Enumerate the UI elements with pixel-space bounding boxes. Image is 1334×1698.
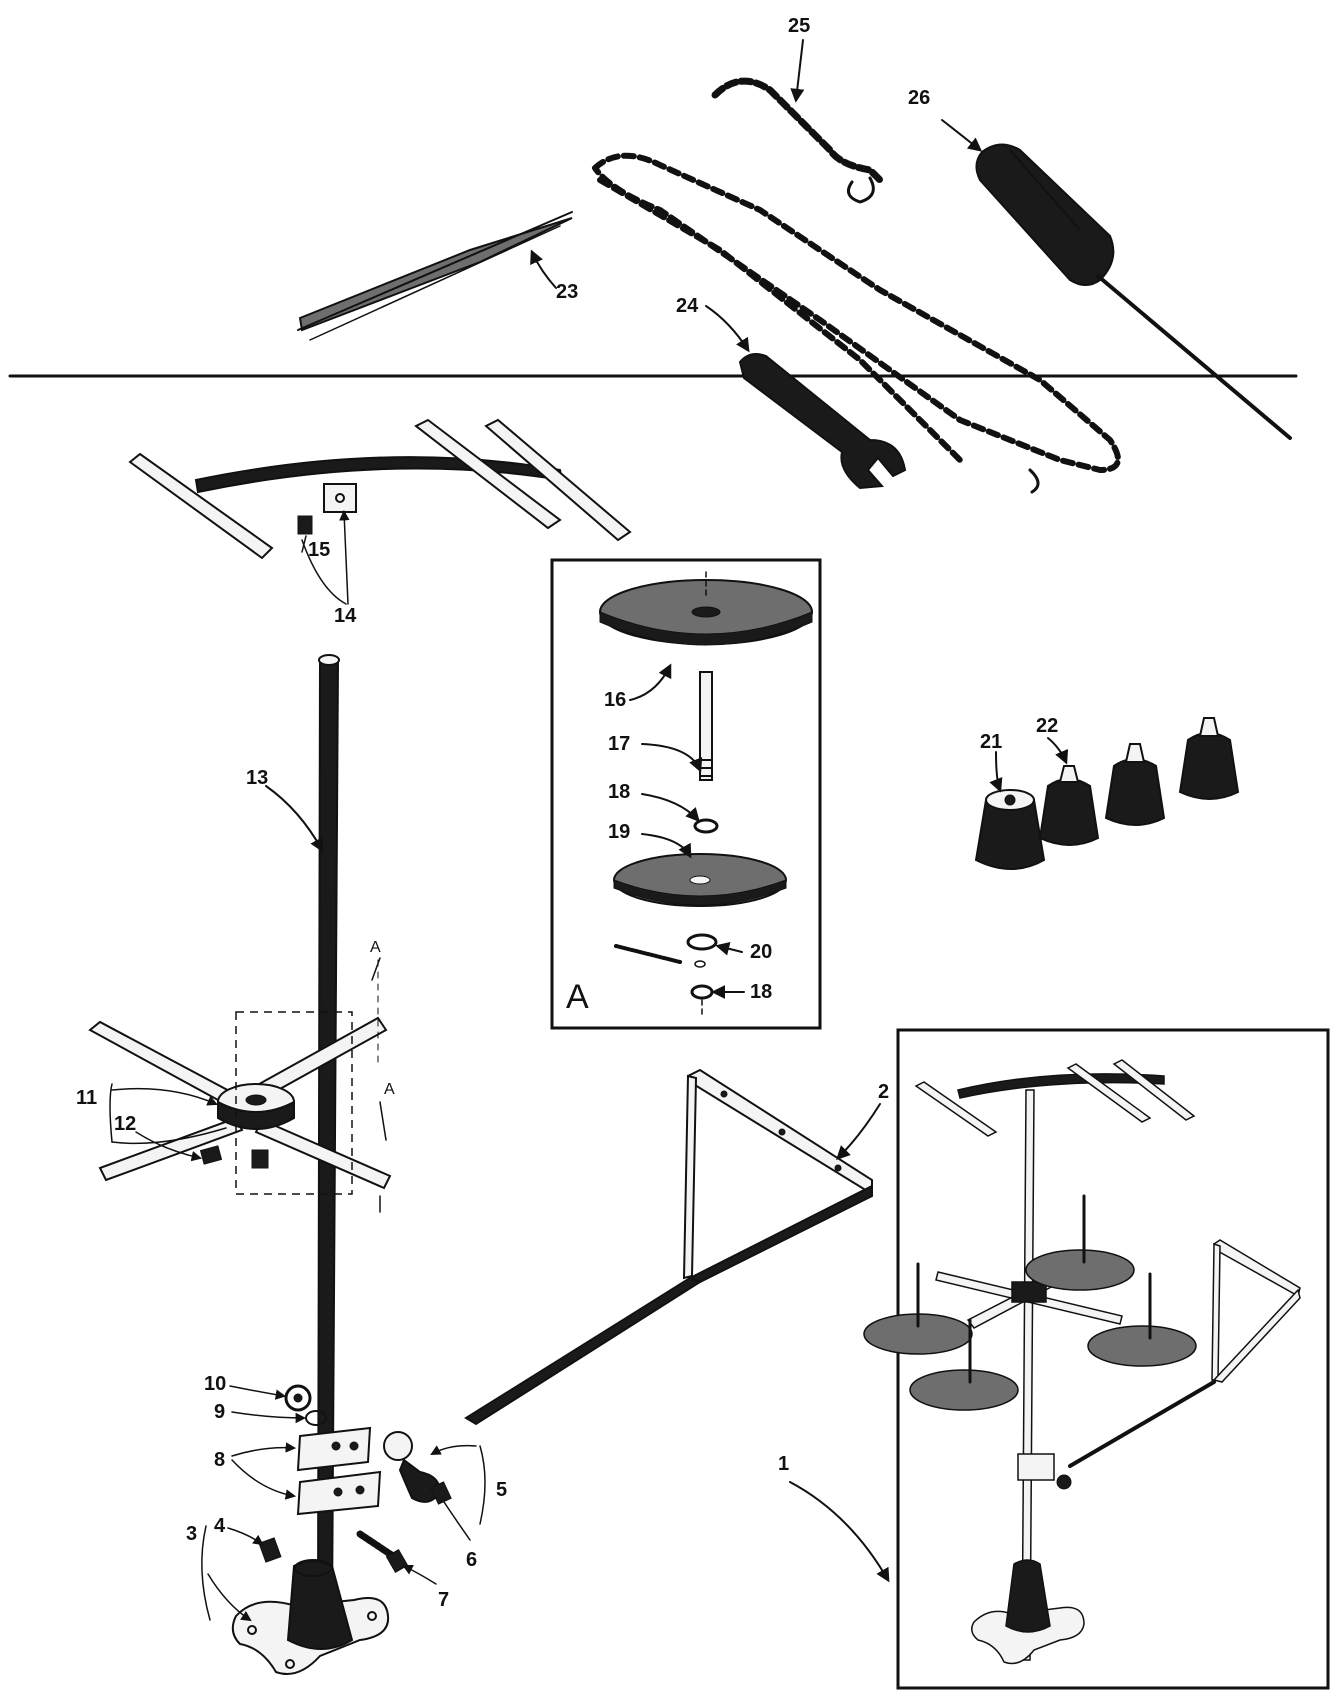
callout-8: 8 bbox=[214, 1449, 225, 1471]
screwdriver-part bbox=[975, 143, 1292, 440]
base-3 bbox=[231, 1559, 390, 1675]
callout-15: 15 bbox=[308, 539, 330, 561]
knob-5 bbox=[383, 1431, 442, 1503]
callout-5: 5 bbox=[496, 1479, 507, 1501]
callout-26: 26 bbox=[908, 87, 930, 109]
callout-23: 23 bbox=[556, 281, 578, 303]
set-screw-15 bbox=[297, 515, 313, 535]
callout-3: 3 bbox=[186, 1523, 197, 1545]
callout-22: 22 bbox=[1036, 715, 1058, 737]
top-spool-bar-part bbox=[128, 418, 632, 560]
callout-16: 16 bbox=[604, 689, 626, 711]
callout-21: 21 bbox=[980, 731, 1002, 753]
wrench-part bbox=[738, 353, 907, 490]
bolt-7 bbox=[356, 1530, 409, 1573]
set-screws-12 bbox=[199, 1145, 269, 1169]
callout-12: 12 bbox=[114, 1113, 136, 1135]
callout-4: 4 bbox=[214, 1515, 226, 1537]
callout-18a: 18 bbox=[608, 781, 630, 803]
callout-14: 14 bbox=[334, 605, 357, 627]
clamp-plates-8 bbox=[296, 1426, 382, 1516]
tweezers-part bbox=[297, 211, 573, 341]
callout-20: 20 bbox=[750, 941, 772, 963]
main-rod-part bbox=[316, 654, 340, 1613]
callout-17: 17 bbox=[608, 733, 630, 755]
callout-11: 11 bbox=[76, 1087, 97, 1109]
callout-9: 9 bbox=[214, 1401, 225, 1423]
callout-10: 10 bbox=[204, 1373, 226, 1395]
callout-13: 13 bbox=[246, 767, 268, 789]
callout-24: 24 bbox=[676, 295, 699, 317]
screw-6 bbox=[430, 1481, 452, 1505]
spool-caps-part bbox=[974, 717, 1240, 870]
callout-2: 2 bbox=[878, 1081, 889, 1103]
set-screw-4 bbox=[258, 1537, 282, 1563]
callout-18b: 18 bbox=[750, 981, 772, 1003]
callout-25: 25 bbox=[788, 15, 810, 37]
assembled-view-frame bbox=[863, 1028, 1330, 1690]
inset-a-letter: A bbox=[566, 978, 589, 1016]
section-mark-upper: A bbox=[370, 939, 381, 956]
section-mark-lower: A bbox=[384, 1081, 395, 1098]
hub-arms-part bbox=[88, 1011, 392, 1195]
callout-1: 1 bbox=[778, 1453, 789, 1475]
callout-6: 6 bbox=[466, 1549, 477, 1571]
bracket-part bbox=[464, 1068, 873, 1426]
inset-a-frame bbox=[550, 558, 822, 1030]
chain-part bbox=[592, 77, 1121, 494]
callout-19: 19 bbox=[608, 821, 630, 843]
section-box bbox=[235, 1011, 353, 1195]
callout-7: 7 bbox=[438, 1589, 449, 1611]
leader-lines bbox=[109, 39, 1069, 1622]
nut-10 bbox=[284, 1384, 312, 1412]
